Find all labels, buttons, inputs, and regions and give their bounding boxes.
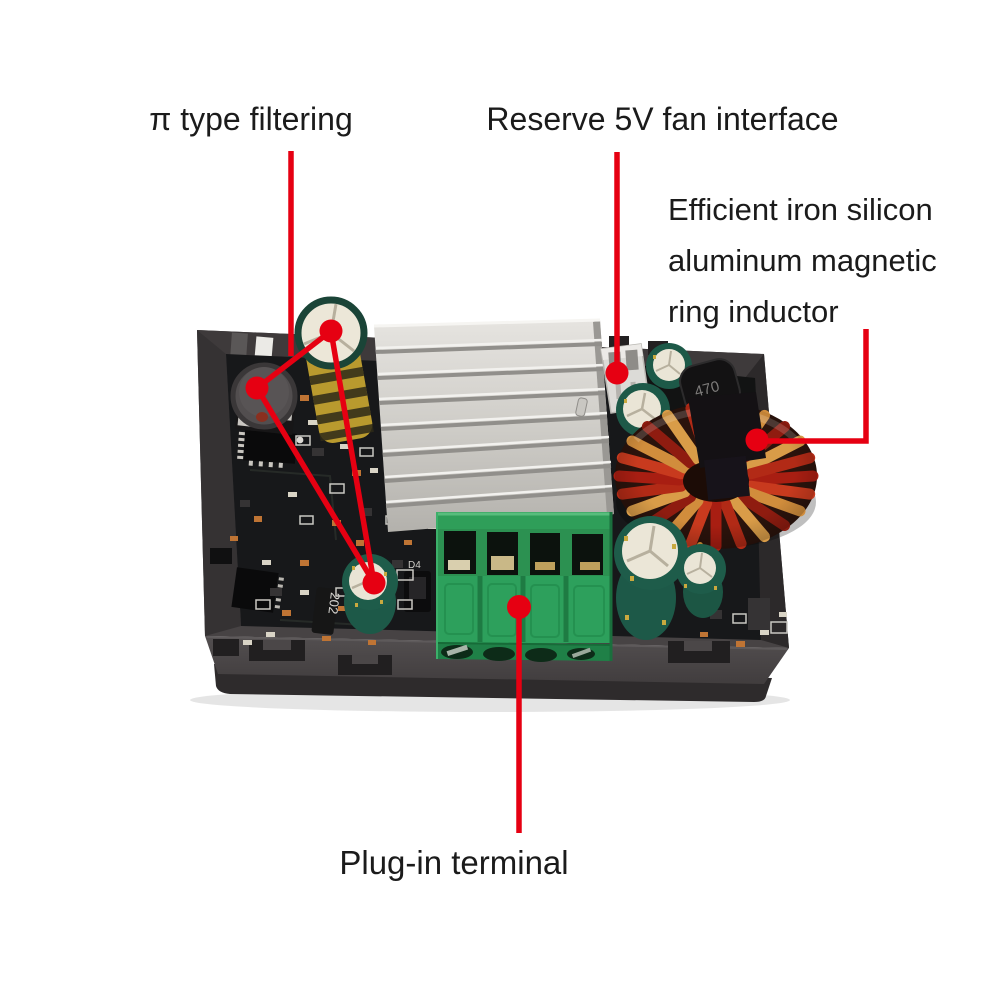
label-pi-type-filtering: π type filtering bbox=[149, 101, 353, 137]
label-plug-in-terminal: Plug-in terminal bbox=[339, 844, 569, 881]
red-callouts bbox=[245, 151, 869, 833]
label-ring-inductor: Efficient iron silicon aluminum magnetic… bbox=[668, 184, 978, 337]
terminal-screws[interactable] bbox=[441, 644, 595, 662]
heatsink bbox=[373, 318, 614, 532]
resistor-202: 202 bbox=[311, 587, 343, 635]
ic-chip-small bbox=[210, 548, 232, 564]
callout-dot-ring-inductor bbox=[745, 428, 769, 452]
rim-slot bbox=[230, 332, 248, 361]
callout-line-inductor-to-cap bbox=[254, 386, 377, 585]
callout-dot-plug-terminal bbox=[507, 595, 531, 619]
heatsink-fin-highlights bbox=[375, 338, 613, 504]
inductor-470-marking: 470 bbox=[693, 378, 722, 401]
terminal-block bbox=[436, 512, 613, 662]
callout-dot-smd-inductor bbox=[245, 376, 269, 400]
terminal-wire-holes[interactable] bbox=[444, 531, 603, 575]
capacitor-bottom-right-large bbox=[614, 516, 688, 640]
heatsink-top-edge bbox=[373, 318, 601, 328]
label-ring-inductor-line1: Efficient iron silicon bbox=[668, 192, 933, 227]
connector-slot bbox=[625, 349, 639, 371]
diode-component: D4 bbox=[404, 560, 431, 612]
front-cutouts bbox=[213, 639, 730, 675]
heatsink-fin-gaps bbox=[375, 342, 613, 508]
toroid-clamp bbox=[688, 392, 766, 468]
label-ring-inductor-line2: aluminum magnetic bbox=[668, 243, 937, 278]
heatsink-pin bbox=[575, 397, 588, 417]
callout-line-cap-to-cap bbox=[328, 330, 377, 584]
diode-silkscreen: D4 bbox=[408, 560, 421, 571]
callout-line-cap-to-inductor bbox=[255, 328, 333, 391]
callout-dot-output-capacitor bbox=[362, 571, 386, 595]
capacitor-bottom-right-small bbox=[676, 544, 726, 618]
callout-line-ring-inductor bbox=[757, 329, 869, 444]
ic-chip bbox=[237, 430, 297, 468]
callout-dot-input-capacitor bbox=[319, 319, 343, 343]
label-ring-inductor-line3: ring inductor bbox=[668, 294, 839, 329]
label-fan-interface: Reserve 5V fan interface bbox=[486, 101, 839, 137]
resistor-marking: 202 bbox=[325, 592, 343, 615]
inductor-winding-glimpse bbox=[256, 412, 268, 422]
callout-dot-fan-interface bbox=[605, 361, 629, 385]
